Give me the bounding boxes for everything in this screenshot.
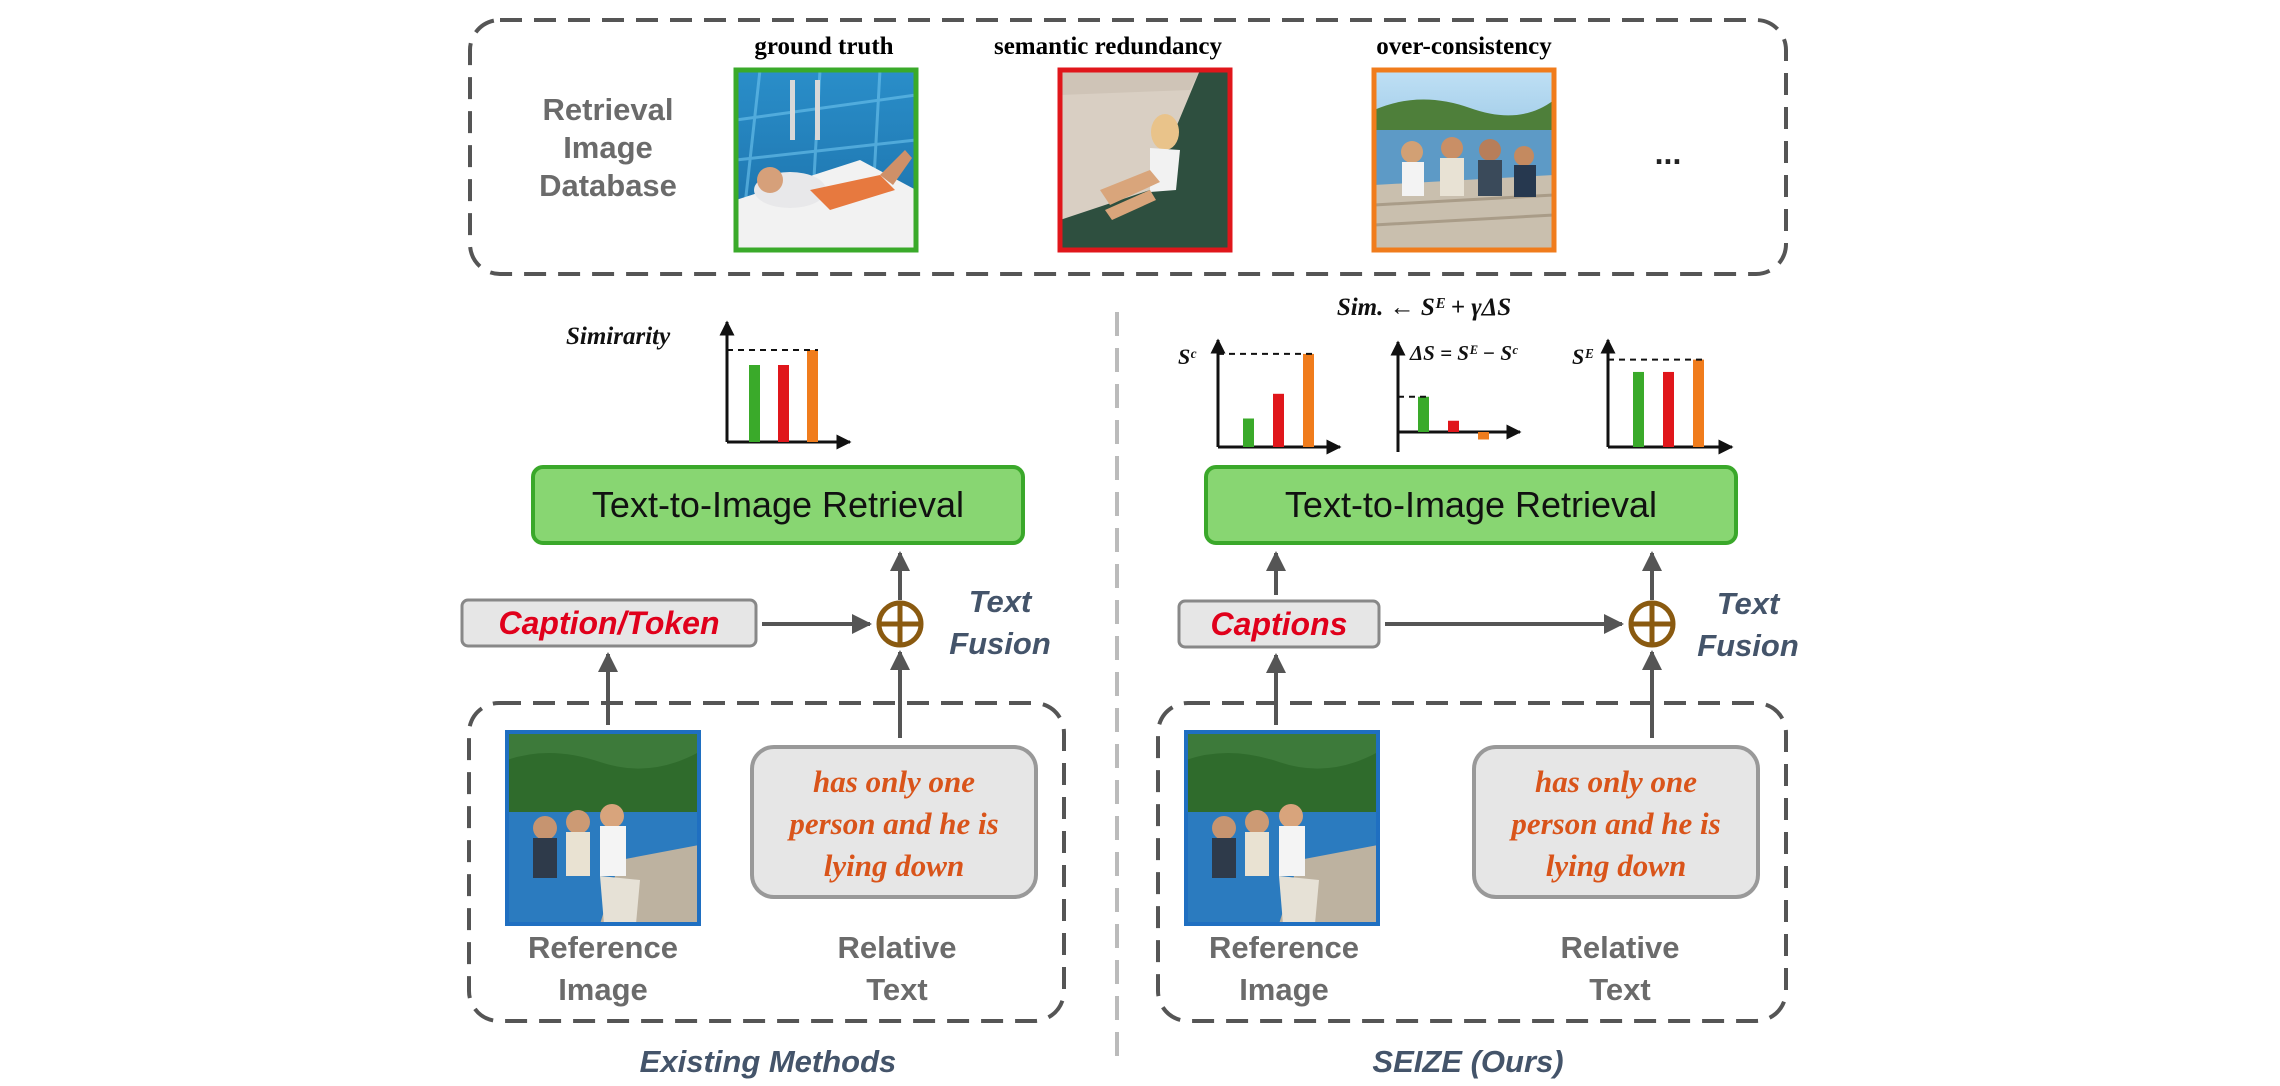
existing-methods-panel: Simirarity Text-to-Image Retrieval Capti… — [460, 320, 1066, 1079]
similarity-label: Simirarity — [566, 323, 671, 350]
right-query-box — [1472, 745, 1760, 899]
left-caption-box — [460, 598, 758, 648]
right-relative-label-line-1: Relative — [1561, 930, 1680, 965]
right-retrieval-box — [1204, 465, 1738, 545]
similarity-chart — [719, 320, 852, 450]
right-reference-image-frame — [1184, 730, 1380, 926]
left-panel-title: Existing Methods — [640, 1044, 897, 1079]
right-reference-label-line-2: Image — [1239, 972, 1329, 1007]
left-query-line-3: lying down — [824, 848, 964, 883]
right-fusion-label-line-2: Fusion — [1697, 628, 1799, 663]
caption-semantic-redundancy: semantic redundancy — [994, 33, 1223, 60]
right-query-line-1: has only one — [1535, 764, 1697, 799]
retrieval-database-panel: Retrieval Image Database ground truth se… — [468, 18, 1788, 276]
right-reference-label-line-1: Reference — [1209, 930, 1359, 965]
left-query-box — [750, 745, 1038, 899]
database-label-line-3: Database — [539, 168, 677, 203]
semantic-redundancy-image — [1060, 70, 1230, 250]
left-fusion-label-line-1: Text — [969, 584, 1033, 619]
delta-s-bar-1 — [1418, 396, 1429, 432]
delta-s-label: ΔS = Sᴱ − Sᶜ — [1409, 341, 1518, 365]
left-fusion-label-line-2: Fusion — [949, 626, 1051, 661]
left-reference-image — [507, 732, 699, 924]
se-chart — [1600, 338, 1734, 455]
similarity-formula: Sim. ← Sᴱ + γΔS — [1337, 294, 1511, 321]
right-fusion-label-line-1: Text — [1717, 586, 1781, 621]
similarity-bar-2 — [778, 365, 789, 442]
left-caption-label: Caption/Token — [498, 605, 719, 641]
right-reference-image — [1186, 732, 1378, 924]
ground-truth-frame — [733, 67, 919, 253]
database-label-line-2: Image — [563, 130, 653, 165]
left-retrieval-label: Text-to-Image Retrieval — [592, 484, 964, 525]
sc-chart — [1210, 338, 1342, 455]
left-query-line-1: has only one — [813, 764, 975, 799]
delta-s-bar-3 — [1478, 432, 1489, 440]
left-reference-label-line-1: Reference — [528, 930, 678, 965]
left-relative-label-line-1: Relative — [838, 930, 957, 965]
caption-ground-truth: ground truth — [754, 33, 893, 60]
delta-s-chart — [1390, 340, 1522, 452]
right-fusion-symbol — [1628, 600, 1676, 648]
left-reference-image-frame — [505, 730, 701, 926]
left-query-dashed-border — [467, 701, 1066, 1023]
se-bar-3 — [1693, 359, 1704, 447]
right-query-line-2: person and he is — [1508, 806, 1720, 841]
left-reference-label-line-2: Image — [558, 972, 648, 1007]
seize-panel: Sim. ← Sᴱ + γΔS Sᶜ ΔS = Sᴱ − Sᶜ Sᴱ Text-… — [1156, 294, 1799, 1079]
database-dashed-border — [468, 18, 1788, 276]
left-fusion-symbol — [876, 600, 924, 648]
right-relative-label-line-2: Text — [1589, 972, 1650, 1007]
similarity-bar-3 — [807, 350, 818, 442]
delta-s-bar-2 — [1448, 420, 1459, 432]
semantic-redundancy-frame — [1057, 67, 1233, 253]
ground-truth-image — [735, 69, 917, 251]
left-retrieval-box — [531, 465, 1025, 545]
caption-over-consistency: over-consistency — [1376, 33, 1552, 60]
se-label: Sᴱ — [1572, 344, 1593, 369]
sc-bar-3 — [1303, 353, 1314, 447]
database-ellipsis: ... — [1655, 135, 1682, 171]
se-bar-2 — [1663, 371, 1674, 447]
right-caption-label: Captions — [1211, 606, 1348, 642]
left-relative-label-line-2: Text — [866, 972, 927, 1007]
over-consistency-image — [1373, 70, 1555, 250]
right-caption-box — [1177, 599, 1381, 649]
right-query-dashed-border — [1156, 701, 1788, 1023]
database-label-line-1: Retrieval — [543, 92, 674, 127]
over-consistency-frame — [1371, 67, 1557, 253]
right-panel-title: SEIZE (Ours) — [1372, 1044, 1563, 1079]
sc-bar-1 — [1243, 418, 1254, 447]
sc-bar-2 — [1273, 393, 1284, 447]
left-query-line-2: person and he is — [786, 806, 998, 841]
similarity-bar-1 — [749, 365, 760, 442]
se-bar-1 — [1633, 371, 1644, 447]
right-retrieval-label: Text-to-Image Retrieval — [1285, 484, 1657, 525]
right-query-line-3: lying down — [1546, 848, 1686, 883]
sc-label: Sᶜ — [1178, 344, 1197, 369]
